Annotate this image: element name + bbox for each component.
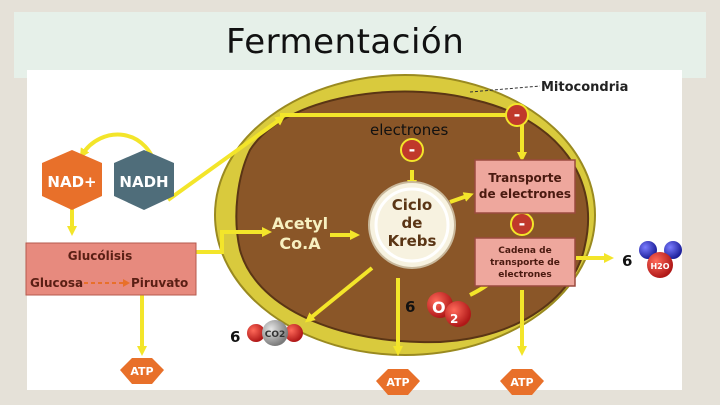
arrow-krebs-to-co2 (304, 266, 374, 323)
nadh-label: NADH (119, 173, 168, 191)
oxygen-label: O (432, 298, 446, 317)
arrow-krebs-to-transport (449, 192, 474, 204)
svg-text:ATP: ATP (386, 376, 409, 389)
chain-box: Cadena de transporte de electrones (474, 237, 576, 287)
cadena-label-1: Cadena de (498, 246, 551, 256)
cadena-label-2: transporte de (490, 258, 560, 268)
glucolisis-label: Glucólisis (68, 249, 133, 263)
transport-box: Transporte de electrones (474, 159, 576, 214)
glucosa-label: Glucosa (30, 276, 83, 290)
co2-molecule: CO2 (247, 320, 303, 346)
water-count: 6 (622, 252, 632, 270)
title-band (14, 12, 706, 78)
svg-text:-: - (409, 140, 416, 159)
slide-title: Fermentación (226, 22, 465, 62)
cadena-label-3: electrones (498, 270, 551, 280)
coa-label: Co.A (279, 234, 321, 253)
transporte-label-2: de electrones (479, 187, 571, 201)
arrow-nadh-to-electrones (166, 115, 286, 202)
electron-badge-transport: - (510, 212, 534, 236)
nadh-badge: NADH (114, 150, 174, 210)
nad-label: NAD+ (47, 173, 96, 191)
electron-badge-krebs: - (400, 138, 424, 162)
co2-count: 6 (230, 328, 240, 346)
transporte-label-1: Transporte (488, 171, 561, 185)
krebs-label: Krebs (388, 232, 437, 250)
water-label: H2O (650, 262, 669, 271)
water-molecule: H2O (639, 241, 682, 278)
mitocondria-label: Mitocondria (541, 80, 628, 95)
mitocondria-pointer (469, 85, 541, 93)
oxygen-molecule: O 2 (427, 292, 471, 327)
svg-text:-: - (519, 214, 526, 233)
svg-text:ATP: ATP (510, 376, 533, 389)
glycolysis-box: Glucólisis Glucosa Piruvato (25, 242, 197, 296)
krebs-cycle: Ciclo de Krebs (368, 181, 456, 269)
ciclo-label: Ciclo (392, 196, 433, 214)
atp-badge-glycolysis: ATP (120, 358, 164, 384)
nad-badge: NAD+ (42, 150, 102, 210)
acetyl-label: Acetyl (272, 214, 328, 233)
svg-text:-: - (514, 105, 521, 124)
atp-badge-krebs: ATP (376, 369, 420, 395)
arrow-piruvato-to-acetyl (196, 227, 272, 254)
electrones-label: electrones (370, 121, 449, 139)
de-label: de (402, 214, 423, 232)
svg-text:ATP: ATP (130, 365, 153, 378)
oxygen-subscript: 2 (450, 312, 458, 326)
electron-badge-top: - (505, 103, 529, 127)
piruvato-label: Piruvato (131, 276, 188, 290)
atp-badge-chain: ATP (500, 369, 544, 395)
co2-label: CO2 (265, 330, 286, 340)
oxygen-count: 6 (405, 298, 415, 316)
